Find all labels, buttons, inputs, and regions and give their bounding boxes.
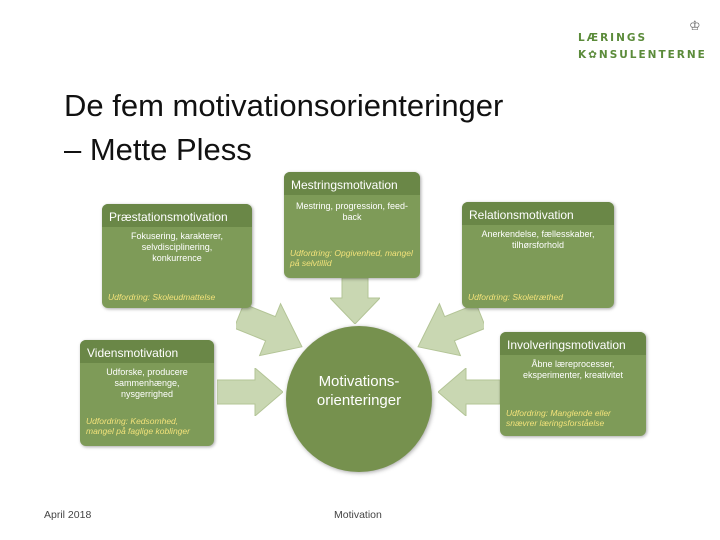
box-body: Åbne læreprocesser, eksperimenter, kreat… (522, 359, 624, 380)
logo: ♔ LÆRINGS K✿NSULENTERNE (578, 18, 708, 70)
logo-line-1: LÆRINGS (578, 32, 648, 44)
logo-line-2: K✿NSULENTERNE (578, 49, 707, 61)
arrow-right (438, 368, 500, 416)
box-challenge: Udfordring: Opgivenhed, mangel på selvti… (290, 248, 413, 268)
title-line-1: De fem motivationsorienteringer (64, 88, 504, 123)
box-title: Involveringsmotivation (500, 332, 646, 355)
box-involveringsmotivation: Involveringsmotivation Åbne læreprocesse… (500, 332, 646, 436)
box-challenge: Udfordring: Manglende eller snævrer læri… (506, 408, 611, 428)
title-line-2: – Mette Pless (64, 132, 252, 167)
footer-topic: Motivation (334, 509, 382, 521)
box-challenge: Udfordring: Kedsomhed, mangel på faglige… (86, 416, 190, 436)
footer-date: April 2018 (44, 509, 92, 521)
arrow-top (330, 278, 380, 324)
arrow-top-right (417, 302, 484, 357)
box-body: Udforske, producere sammenhænge, nysgerr… (106, 367, 188, 399)
center-circle: Motivations- orienteringer (286, 326, 432, 472)
box-body: Mestring, progression, feed-back (295, 201, 409, 222)
center-label-line-2: orienteringer (316, 392, 402, 409)
box-mestringsmotivation: Mestringsmotivation Mestring, progressio… (284, 172, 420, 278)
center-label-line-1: Motivations- (318, 373, 400, 390)
box-challenge: Udfordring: Skoletræthed (468, 292, 563, 302)
center-label: Motivations- orienteringer (286, 372, 432, 410)
arrow-left (217, 368, 283, 416)
box-title: Præstationsmotivation (102, 204, 252, 227)
box-title: Mestringsmotivation (284, 172, 420, 195)
box-relationsmotivation: Relationsmotivation Anerkendelse, fælles… (462, 202, 614, 308)
box-challenge: Udfordring: Skoleudmattelse (108, 292, 216, 302)
slide-title: De fem motivationsorienteringer – Mette … (64, 84, 664, 172)
box-body: Fokusering, karakterer, selvdisciplineri… (130, 231, 224, 263)
box-title: Relationsmotivation (462, 202, 614, 225)
box-praestationsmotivation: Præstationsmotivation Fokusering, karakt… (102, 204, 252, 308)
box-body: Anerkendelse, fællesskaber, tilhørsforho… (481, 229, 595, 250)
crown-icon: ♔ (689, 18, 701, 33)
box-title: Vidensmotivation (80, 340, 214, 363)
box-vidensmotivation: Vidensmotivation Udforske, producere sam… (80, 340, 214, 446)
arrow-top-left (236, 302, 303, 357)
